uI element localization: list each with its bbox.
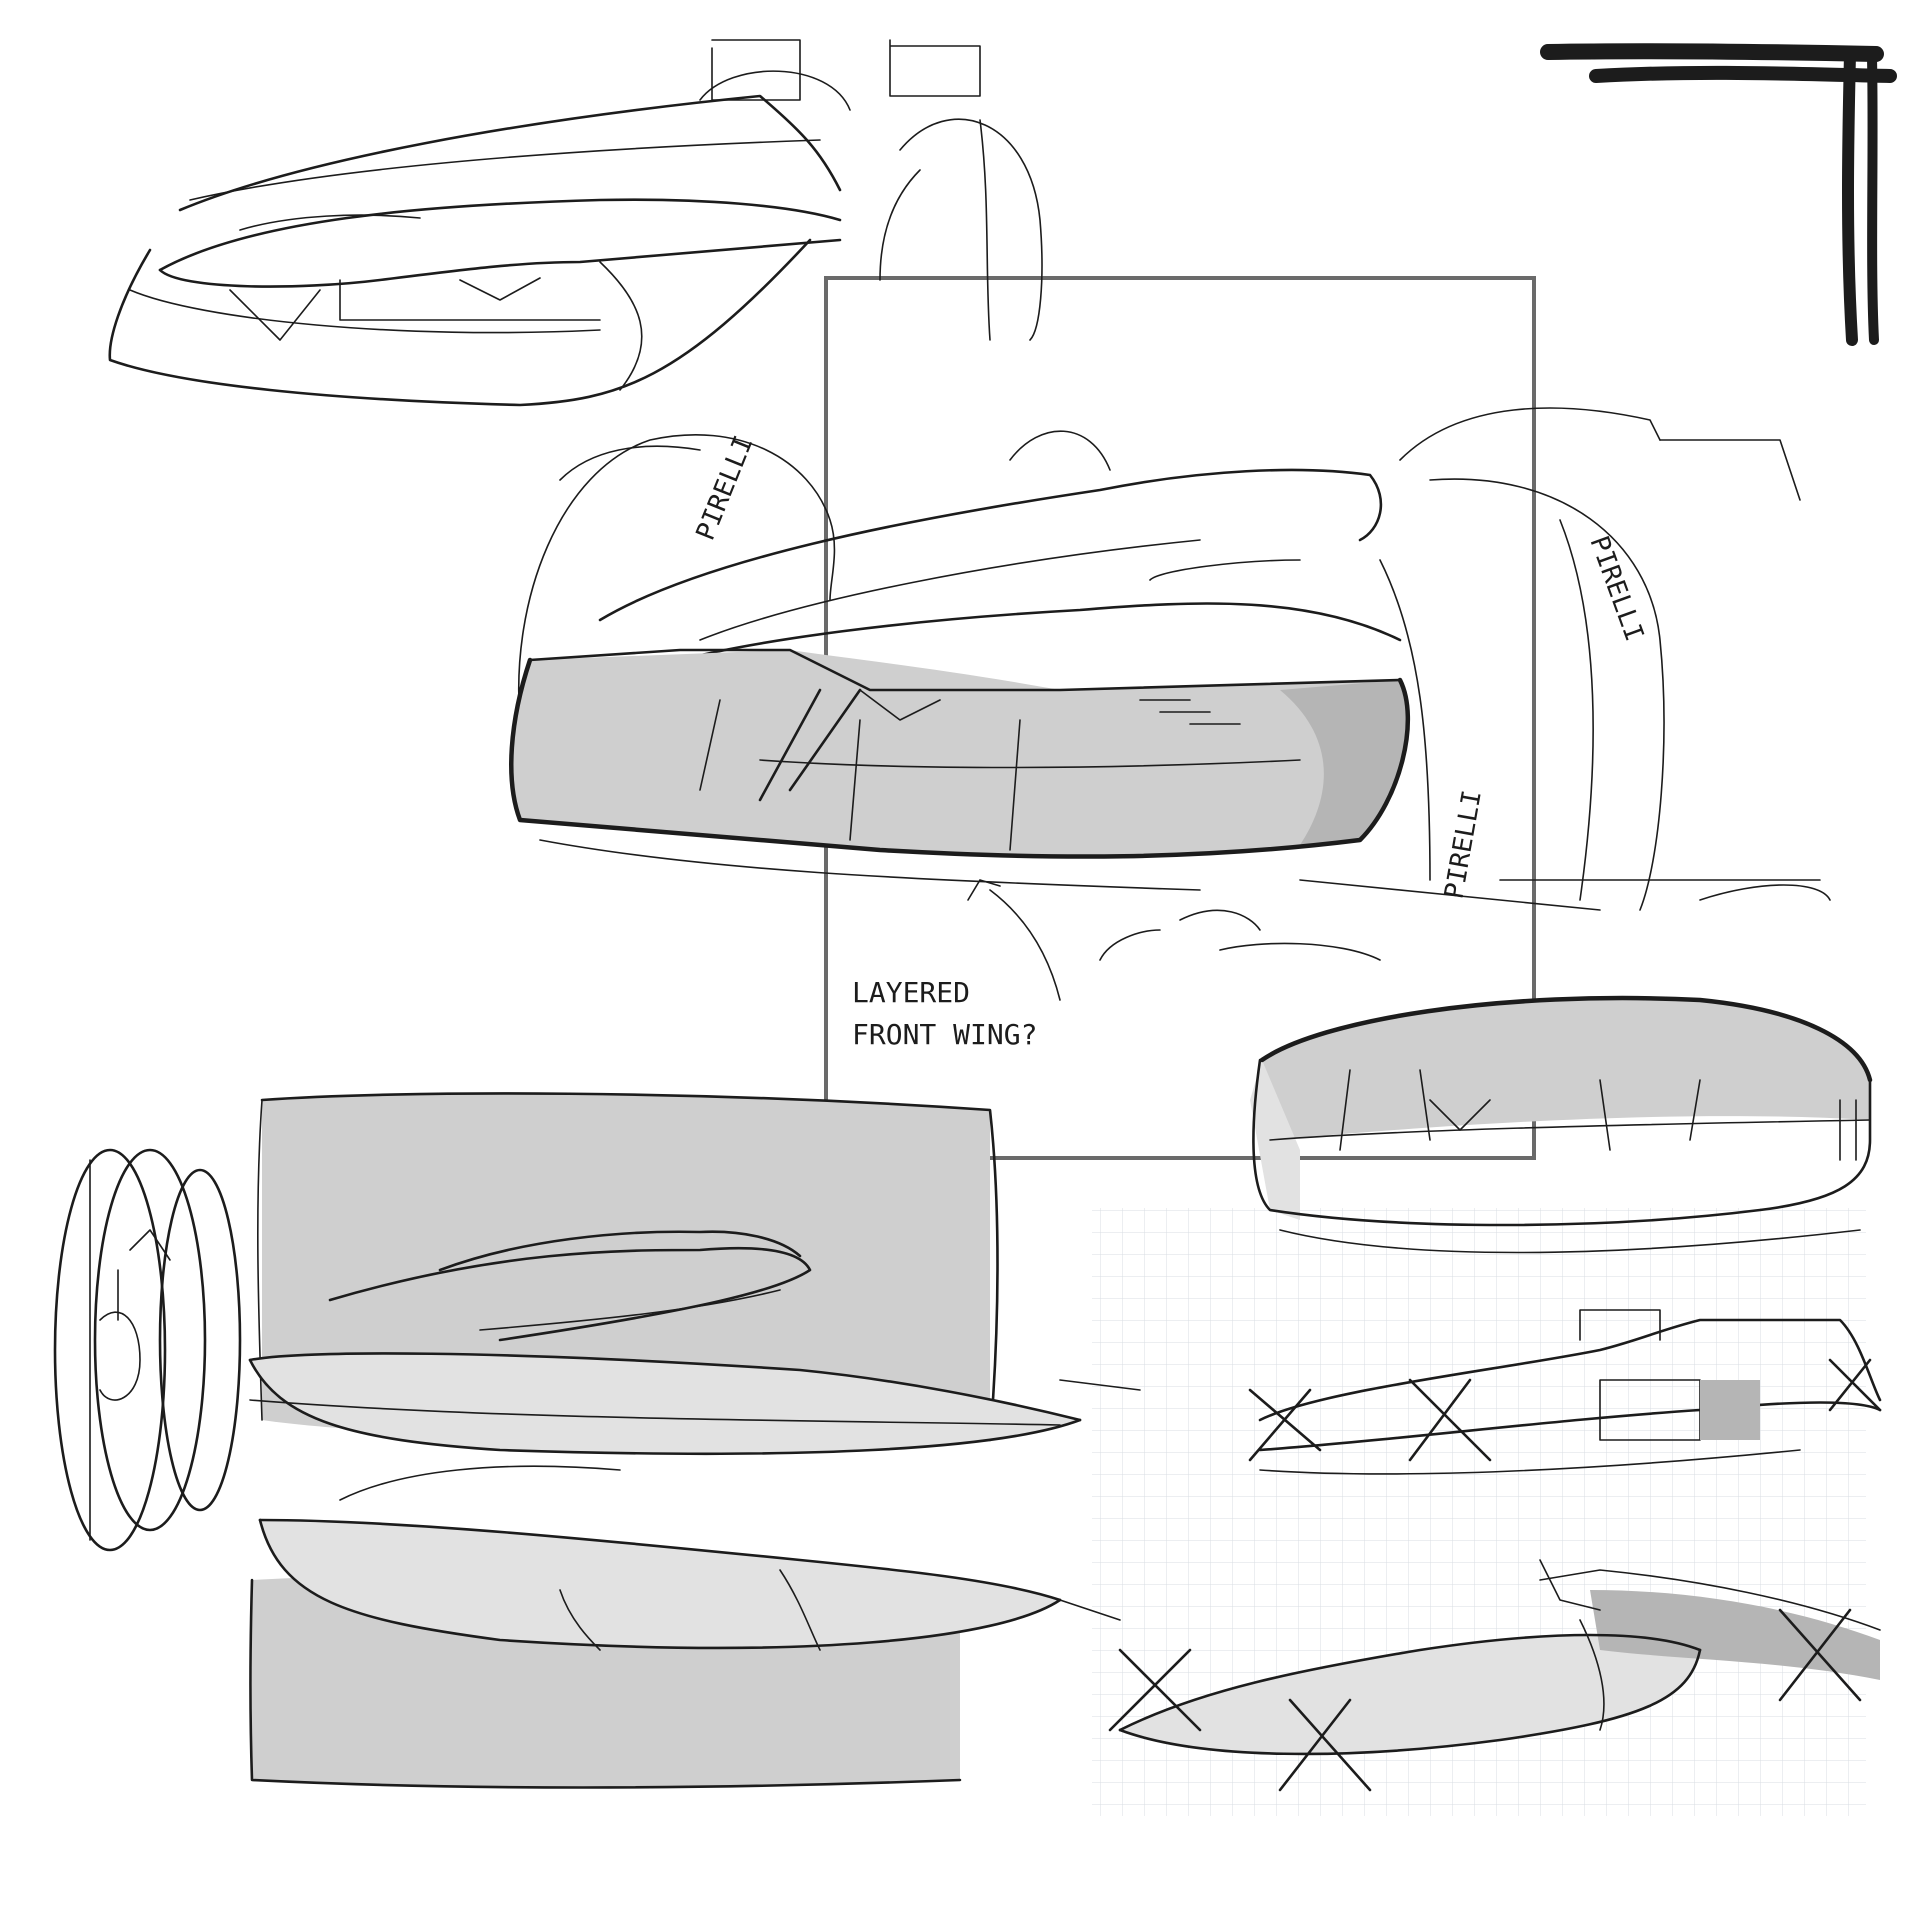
sketch-top-view-left <box>53 1092 1141 1789</box>
tire-label-right-upper: PIRELLI <box>1583 532 1649 645</box>
wing-annotation: LAYERED FRONT WING? <box>852 879 1061 1051</box>
sketch-side-view-upper <box>1248 1309 1882 1475</box>
annotation-line-1: LAYERED <box>852 976 970 1009</box>
tire-label-left: PIRELLI <box>691 432 760 545</box>
tire-label-right-lower: PIRELLI <box>1439 788 1488 901</box>
annotation-line-2: FRONT WING? <box>852 1018 1037 1051</box>
sketch-front-wing-main: PIRELLI PIRELLI PIRELLI <box>509 407 1831 911</box>
marker-stroke-icon <box>1540 43 1897 346</box>
sketch-front-view-right <box>1099 909 1873 1254</box>
sketch-front-view-top <box>108 39 1043 407</box>
sketch-side-view-lower <box>1108 1559 1881 1792</box>
